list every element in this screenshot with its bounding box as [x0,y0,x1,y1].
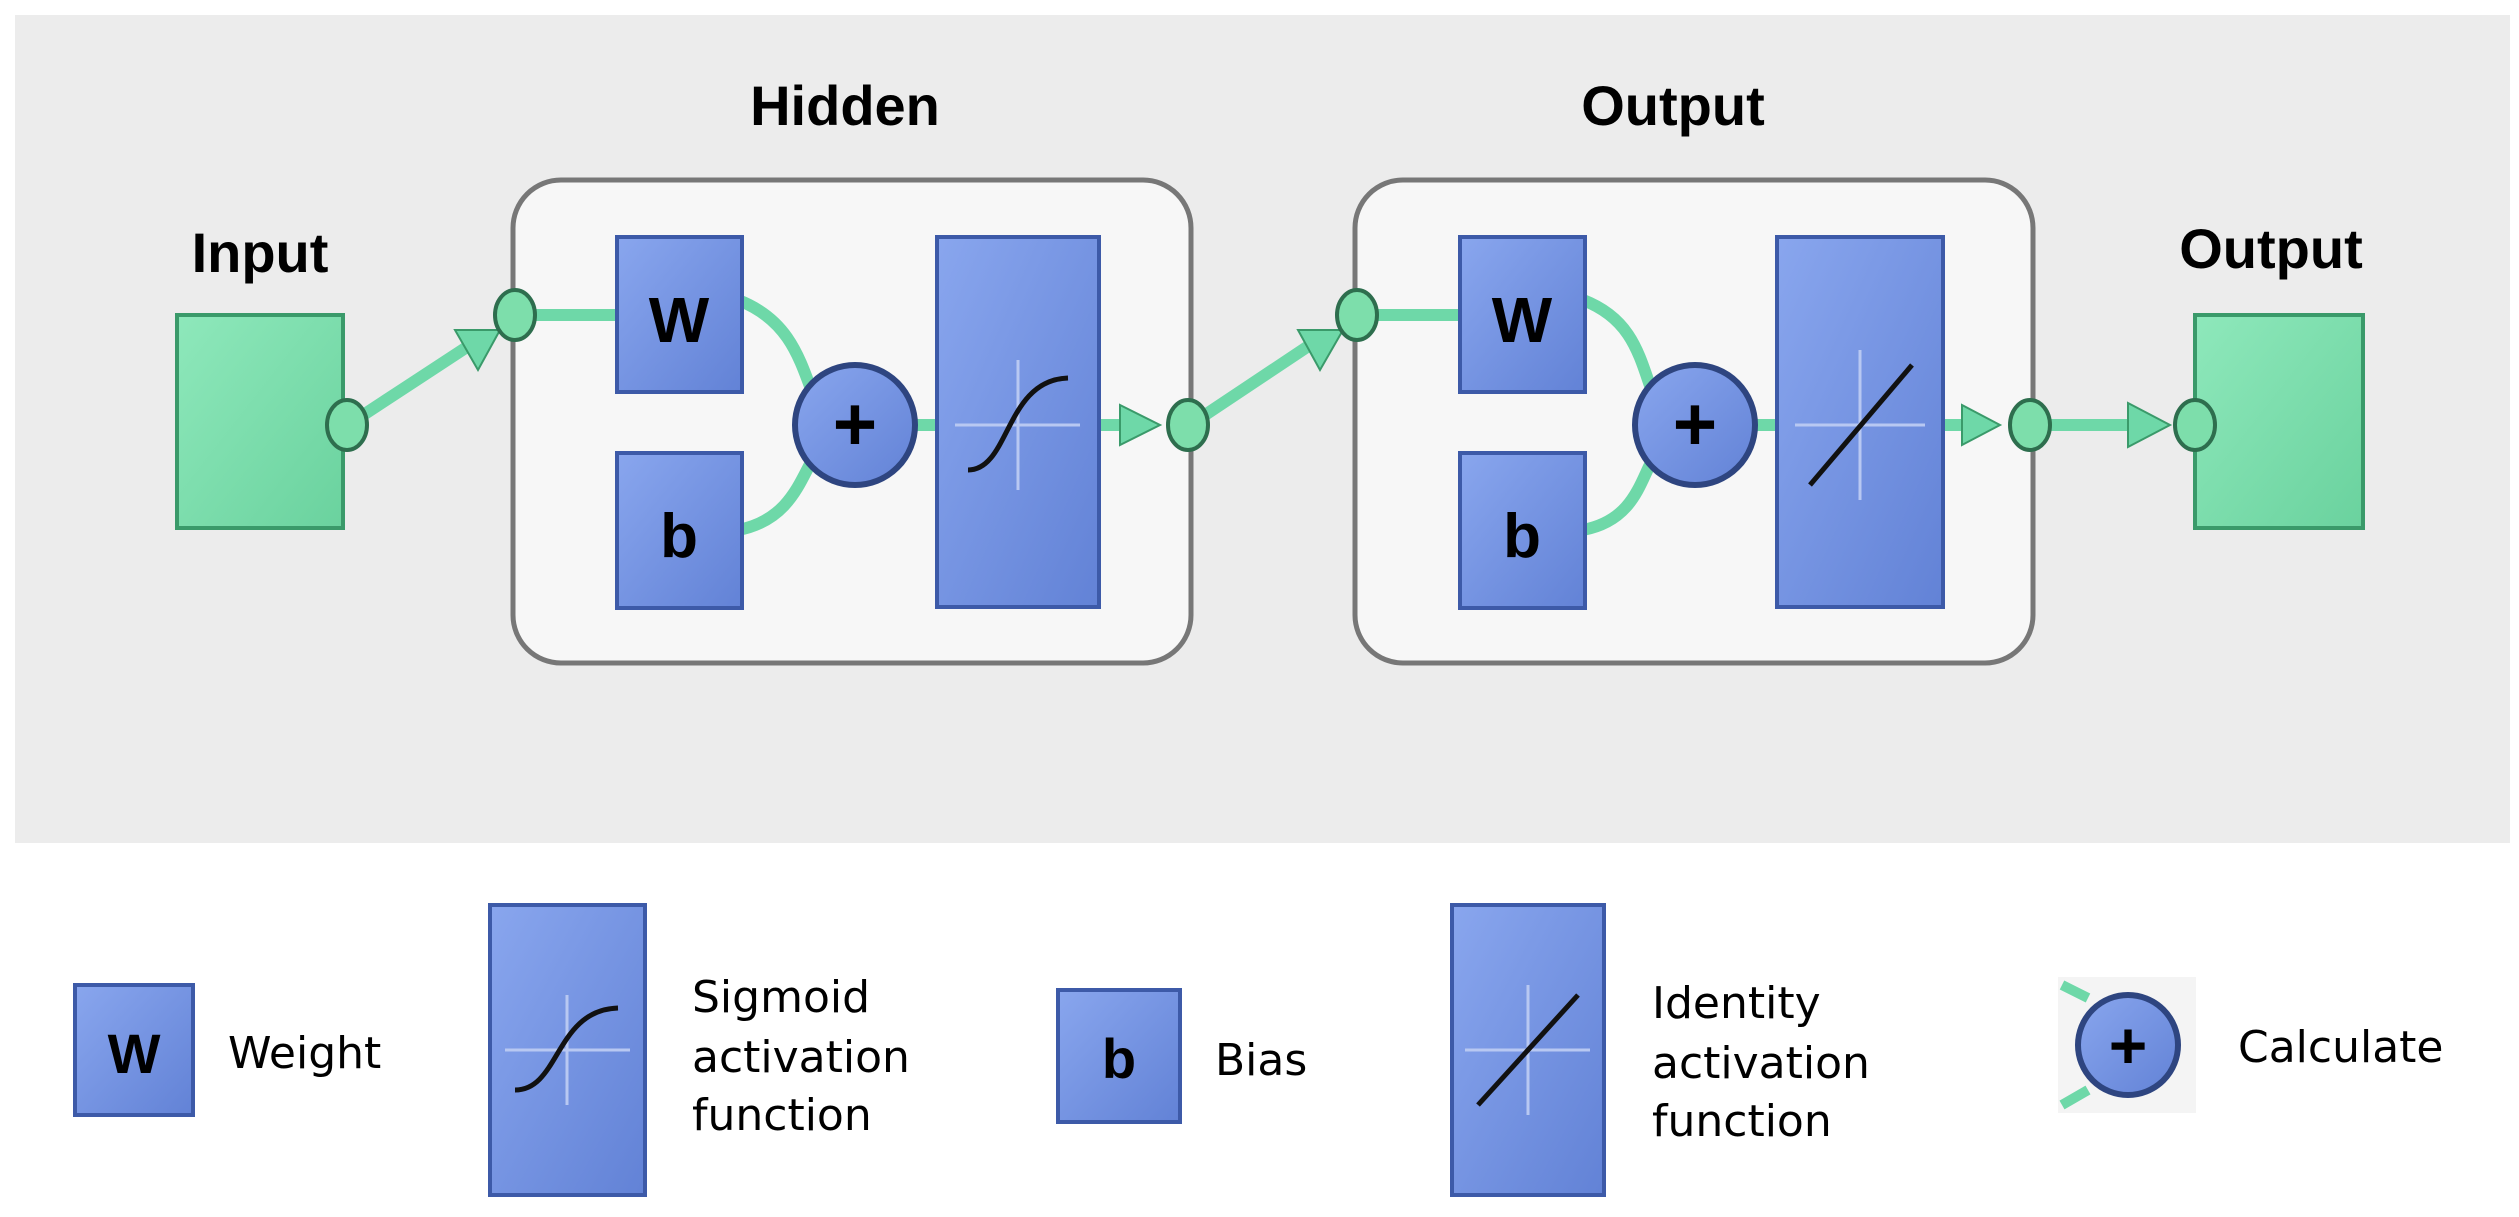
node-output-out [2008,398,2052,452]
arrowhead-final-output [2127,401,2173,449]
hidden-plus-symbol: + [833,382,877,467]
legend-sigmoid-label-line1: Sigmoid [692,972,870,1023]
legend-sigmoid-label-line2: activation [692,1032,910,1083]
legend-sigmoid-label-line3: function [692,1090,872,1141]
hidden-weight-block [615,235,744,394]
node-input-out [325,398,369,452]
node-hidden-out [1166,398,1210,452]
legend-weight-label: Weight [228,1028,381,1079]
node-final-in [2173,398,2217,452]
legend-bias-icon [1056,988,1182,1124]
input-block [175,313,345,530]
hidden-label: Hidden [750,74,940,137]
hidden-bias-block [615,451,744,610]
legend-identity-line-icon [1465,985,1590,1115]
arrowhead-input-hidden [453,329,502,373]
legend-bias-symbol: b [1102,1027,1136,1090]
output-bias-symbol: b [1503,502,1541,571]
hidden-weight-symbol: W [649,284,710,356]
output-sum-node [1632,362,1758,488]
legend-calculate-icon [2058,977,2196,1113]
output-bias-block [1458,451,1587,610]
junction-nodes [325,288,2217,452]
legend-weight-icon [73,983,195,1117]
legend-identity-label-line2: activation [1652,1038,1870,1089]
arrowhead-hidden-output [1296,329,1345,373]
connector-hidden-output [1184,339,1316,431]
output-label: Output [2179,217,2362,280]
legend-calculate-symbol: + [2109,1008,2148,1082]
output-weight-symbol: W [1492,284,1553,356]
node-hidden-in [493,288,537,342]
hidden-sum-node [792,362,918,488]
legend-identity-label-line1: Identity [1652,978,1821,1029]
legend-identity-label-line3: function [1652,1096,1832,1147]
output-plus-symbol: + [1673,382,1717,467]
arrowhead-output-out [1961,403,2003,447]
arrowhead-hidden-out [1119,403,1163,447]
output-weight-block [1458,235,1587,394]
connector-input-hidden [342,339,476,431]
identity-line-icon [1795,350,1925,500]
legend-calculate-label: Calculate [2238,1022,2444,1073]
node-output-in [1335,288,1379,342]
sigmoid-curve-icon [955,360,1080,490]
output-layer-label: Output [1581,74,1764,137]
legend-weight-symbol: W [108,1022,161,1085]
legend-sigmoid-curve-icon [505,995,630,1105]
output-block [2193,313,2365,530]
legend-bias-label: Bias [1215,1035,1307,1086]
hidden-bias-symbol: b [660,502,698,571]
input-label: Input [192,221,329,284]
